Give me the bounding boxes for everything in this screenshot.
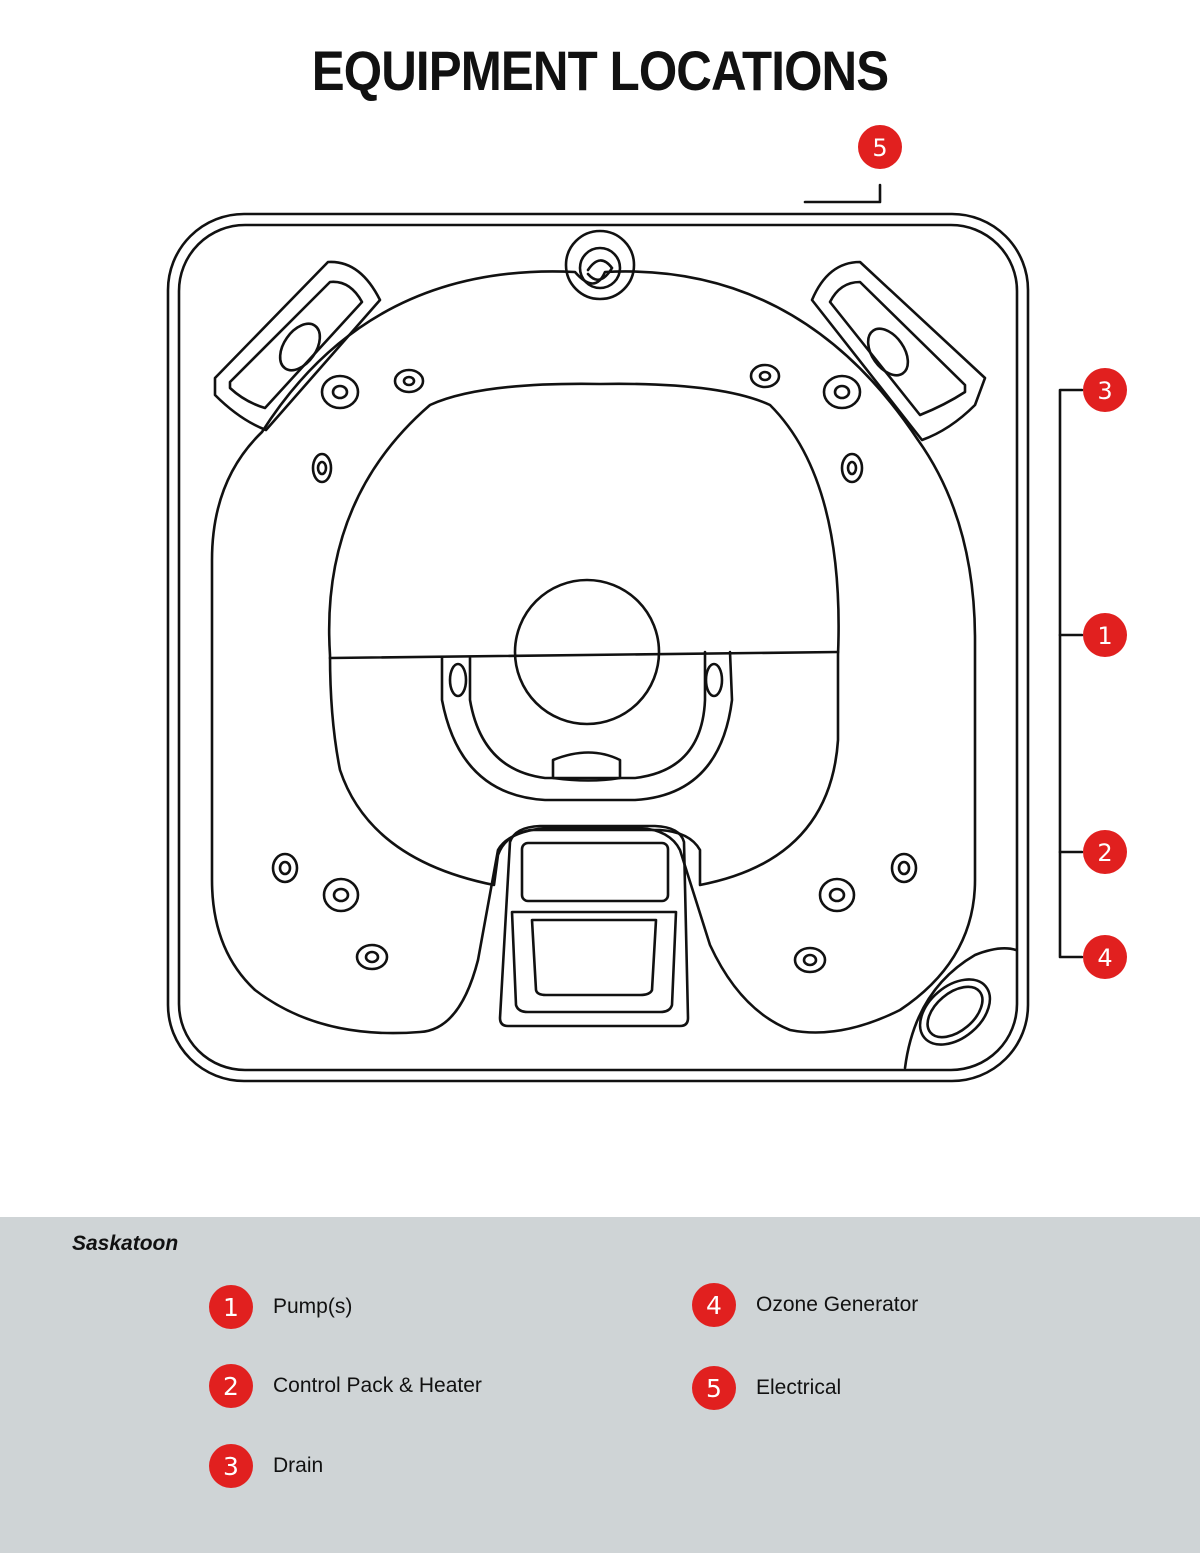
tub-basin xyxy=(210,270,977,1035)
right-pillow xyxy=(810,260,987,442)
legend-item-drain: 3 Drain xyxy=(209,1444,323,1488)
skimmer-door xyxy=(510,910,678,1014)
tub-center-seat xyxy=(327,382,840,887)
tub-inner-rim xyxy=(177,223,1019,1072)
callout-pump: 1 xyxy=(1083,613,1127,657)
legend-number: 4 xyxy=(692,1283,736,1327)
callout-label: 3 xyxy=(1097,377,1112,405)
legend-label: Electrical xyxy=(756,1376,842,1399)
legend-number: 1 xyxy=(209,1285,253,1329)
callout-label: 2 xyxy=(1097,839,1112,867)
hot-tub-diagram: 5 3 1 2 4 xyxy=(166,125,1127,1083)
filter-housing xyxy=(498,824,690,1028)
legend-label: Drain xyxy=(273,1454,324,1477)
callout-ozone: 4 xyxy=(1083,935,1127,979)
waterfall-swirl xyxy=(586,259,614,282)
u-bench-inner xyxy=(468,650,707,780)
tub-outer-rim xyxy=(166,212,1030,1083)
callout-label: 4 xyxy=(1097,944,1112,972)
left-pillow xyxy=(213,260,382,432)
legend-number: 5 xyxy=(692,1366,736,1410)
legend-item-control-pack: 2 Control Pack & Heater xyxy=(209,1364,482,1408)
filter-grate xyxy=(520,841,670,903)
waterfall-inner xyxy=(578,246,622,290)
corner-ledge xyxy=(903,947,1018,1070)
right-pillow-inner xyxy=(828,280,967,417)
legend-item-electrical: 5 Electrical xyxy=(692,1366,841,1410)
callout-label: 1 xyxy=(1097,622,1112,650)
right-pillow-jet xyxy=(866,327,910,377)
seat-divider xyxy=(328,650,840,660)
page-title: EQUIPMENT LOCATIONS xyxy=(311,39,889,102)
legend-number: 2 xyxy=(209,1364,253,1408)
callout-drain: 3 xyxy=(1083,368,1127,412)
legend-panel xyxy=(0,1217,1200,1553)
legend-item-pumps: 1 Pump(s) xyxy=(209,1285,352,1329)
u-bench xyxy=(440,650,734,802)
legend-label: Ozone Generator xyxy=(756,1293,919,1316)
legend-label: Control Pack & Heater xyxy=(273,1374,482,1397)
waterfall-outer xyxy=(564,229,636,301)
legend-label: Pump(s) xyxy=(273,1295,353,1318)
leader-line-electrical xyxy=(803,183,882,204)
model-name: Saskatoon xyxy=(72,1232,179,1255)
cup-holder-inner xyxy=(926,985,984,1039)
leader-bracket-right xyxy=(1058,388,1084,959)
callout-label: 5 xyxy=(872,134,887,162)
footwell-circle xyxy=(513,578,661,726)
drain-fitting xyxy=(551,751,622,782)
left-pillow-jet xyxy=(278,322,322,372)
jets xyxy=(271,363,918,974)
callout-control-pack: 2 xyxy=(1083,830,1127,874)
skimmer-door-inner xyxy=(530,918,658,997)
callout-electrical: 5 xyxy=(858,125,902,169)
legend-item-ozone: 4 Ozone Generator xyxy=(692,1283,918,1327)
cup-holder-outer xyxy=(918,978,992,1046)
legend-number: 3 xyxy=(209,1444,253,1488)
